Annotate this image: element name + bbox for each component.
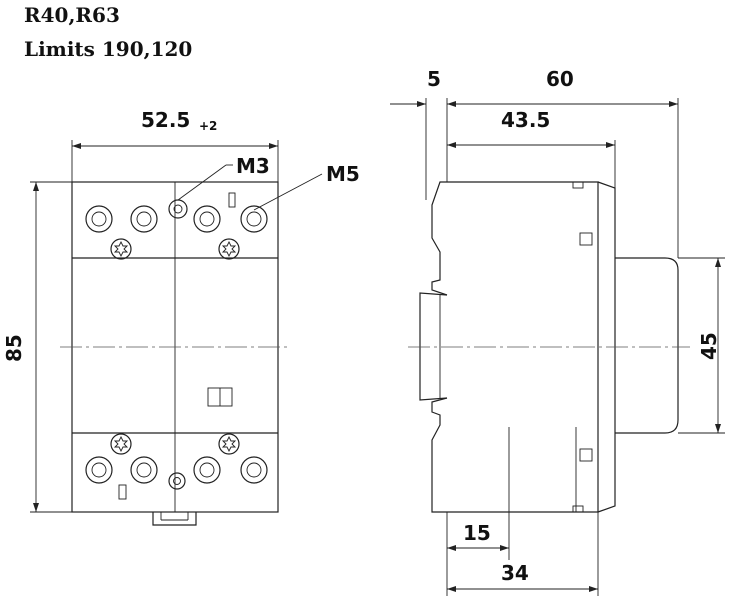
side-view: 5 60 43.5 45 15 34 — [390, 67, 725, 596]
side-clip-bottom — [431, 397, 448, 513]
coil-terminal-screw — [168, 199, 188, 219]
coil-terminal-screw — [168, 472, 186, 490]
dim-15-label: 15 — [463, 521, 491, 545]
torx-screw-icon — [218, 433, 240, 455]
m5-leader — [253, 173, 323, 211]
side-body-main — [447, 181, 599, 513]
torx-screw-icon — [218, 238, 240, 260]
models-title: R40,R63 — [24, 3, 120, 27]
terminal-screw — [240, 456, 268, 484]
dim-60-label: 60 — [546, 67, 574, 91]
height-label: 85 — [2, 334, 26, 362]
din-clip — [152, 512, 197, 526]
width-tolerance: +2 — [199, 119, 217, 133]
terminal-screw — [240, 205, 268, 233]
width-label: 52.5 — [141, 108, 190, 132]
terminal-screw — [85, 456, 113, 484]
terminal-screw — [130, 205, 158, 233]
limits-subtitle: Limits 190,120 — [24, 37, 193, 61]
side-front-protrusion — [615, 257, 679, 434]
dim-45-label: 45 — [697, 332, 721, 360]
m3-callout: M3 — [236, 154, 270, 178]
torx-screw-icon — [110, 238, 132, 260]
m3-leader — [177, 164, 227, 201]
dim-43-5-label: 43.5 — [501, 108, 550, 132]
torx-screw-icon — [110, 433, 132, 455]
terminal-screw — [193, 456, 221, 484]
front-view: M3 M5 52.5 +2 85 — [2, 108, 360, 526]
terminal-screw — [85, 205, 113, 233]
dim-34-label: 34 — [501, 561, 529, 585]
terminal-screw — [130, 456, 158, 484]
bottom-terminal-row — [85, 456, 268, 500]
top-terminal-row — [85, 192, 268, 233]
top-torx-screws — [110, 238, 240, 260]
side-clip-top — [431, 181, 448, 296]
terminal-slot — [228, 192, 236, 208]
dim-5-label: 5 — [427, 67, 441, 91]
bottom-torx-screws — [110, 433, 240, 455]
terminal-slot — [118, 484, 127, 500]
m5-callout: M5 — [326, 162, 360, 186]
din-rail-profile — [419, 292, 448, 401]
terminal-screw — [193, 205, 221, 233]
